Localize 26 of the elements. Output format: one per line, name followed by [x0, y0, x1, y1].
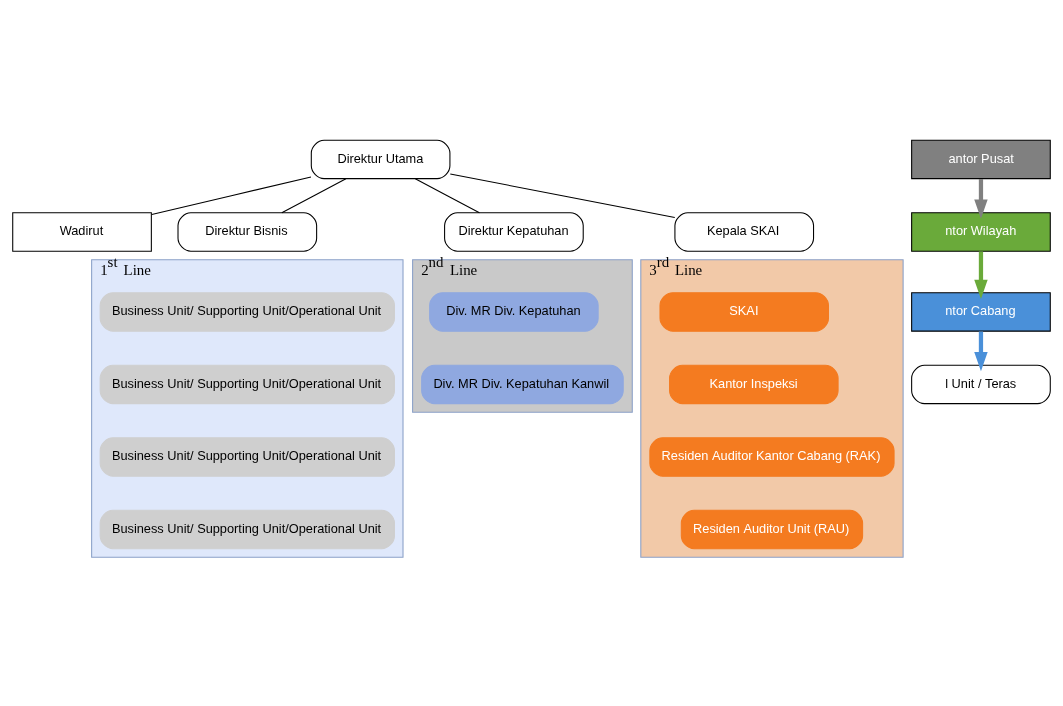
- arrow: [974, 179, 988, 219]
- node-box: Residen Auditor Kantor Cabang (RAK): [649, 437, 895, 477]
- connector: [414, 178, 480, 214]
- node-box: Direktur Utama: [310, 139, 451, 180]
- node-box: Direktur Kepatuhan: [444, 212, 584, 252]
- node-box: ntor Cabang: [911, 292, 1051, 332]
- node-box: ntor Wilayah: [911, 212, 1051, 252]
- node-box: Kepala SKAI: [674, 212, 815, 252]
- node-box: Business Unit/ Supporting Unit/Operational Unit: [99, 292, 395, 332]
- node-box: Business Unit/ Supporting Unit/Operational Unit: [99, 364, 395, 405]
- node-box: Business Unit/ Supporting Unit/Operational Unit: [99, 509, 395, 550]
- node-box: Business Unit/ Supporting Unit/Operational Unit: [99, 437, 395, 477]
- node-box: Residen Auditor Unit (RAU): [680, 509, 864, 550]
- node-box: antor Pusat: [911, 139, 1051, 180]
- node-box: Div. MR Div. Kepatuhan: [429, 292, 599, 332]
- node-box: Kantor Inspeksi: [669, 364, 839, 405]
- node-box: l Unit / Teras: [911, 364, 1051, 405]
- arrow: [974, 251, 988, 300]
- connector: [151, 176, 312, 215]
- arrow: [974, 331, 988, 372]
- node-box: Wadirut: [12, 212, 152, 252]
- node-box: Div. MR Div. Kepatuhan Kanwil: [421, 364, 624, 405]
- node-box: Direktur Bisnis: [177, 212, 318, 252]
- connector: [449, 173, 676, 218]
- connector: [281, 178, 347, 214]
- node-box: SKAI: [659, 292, 829, 332]
